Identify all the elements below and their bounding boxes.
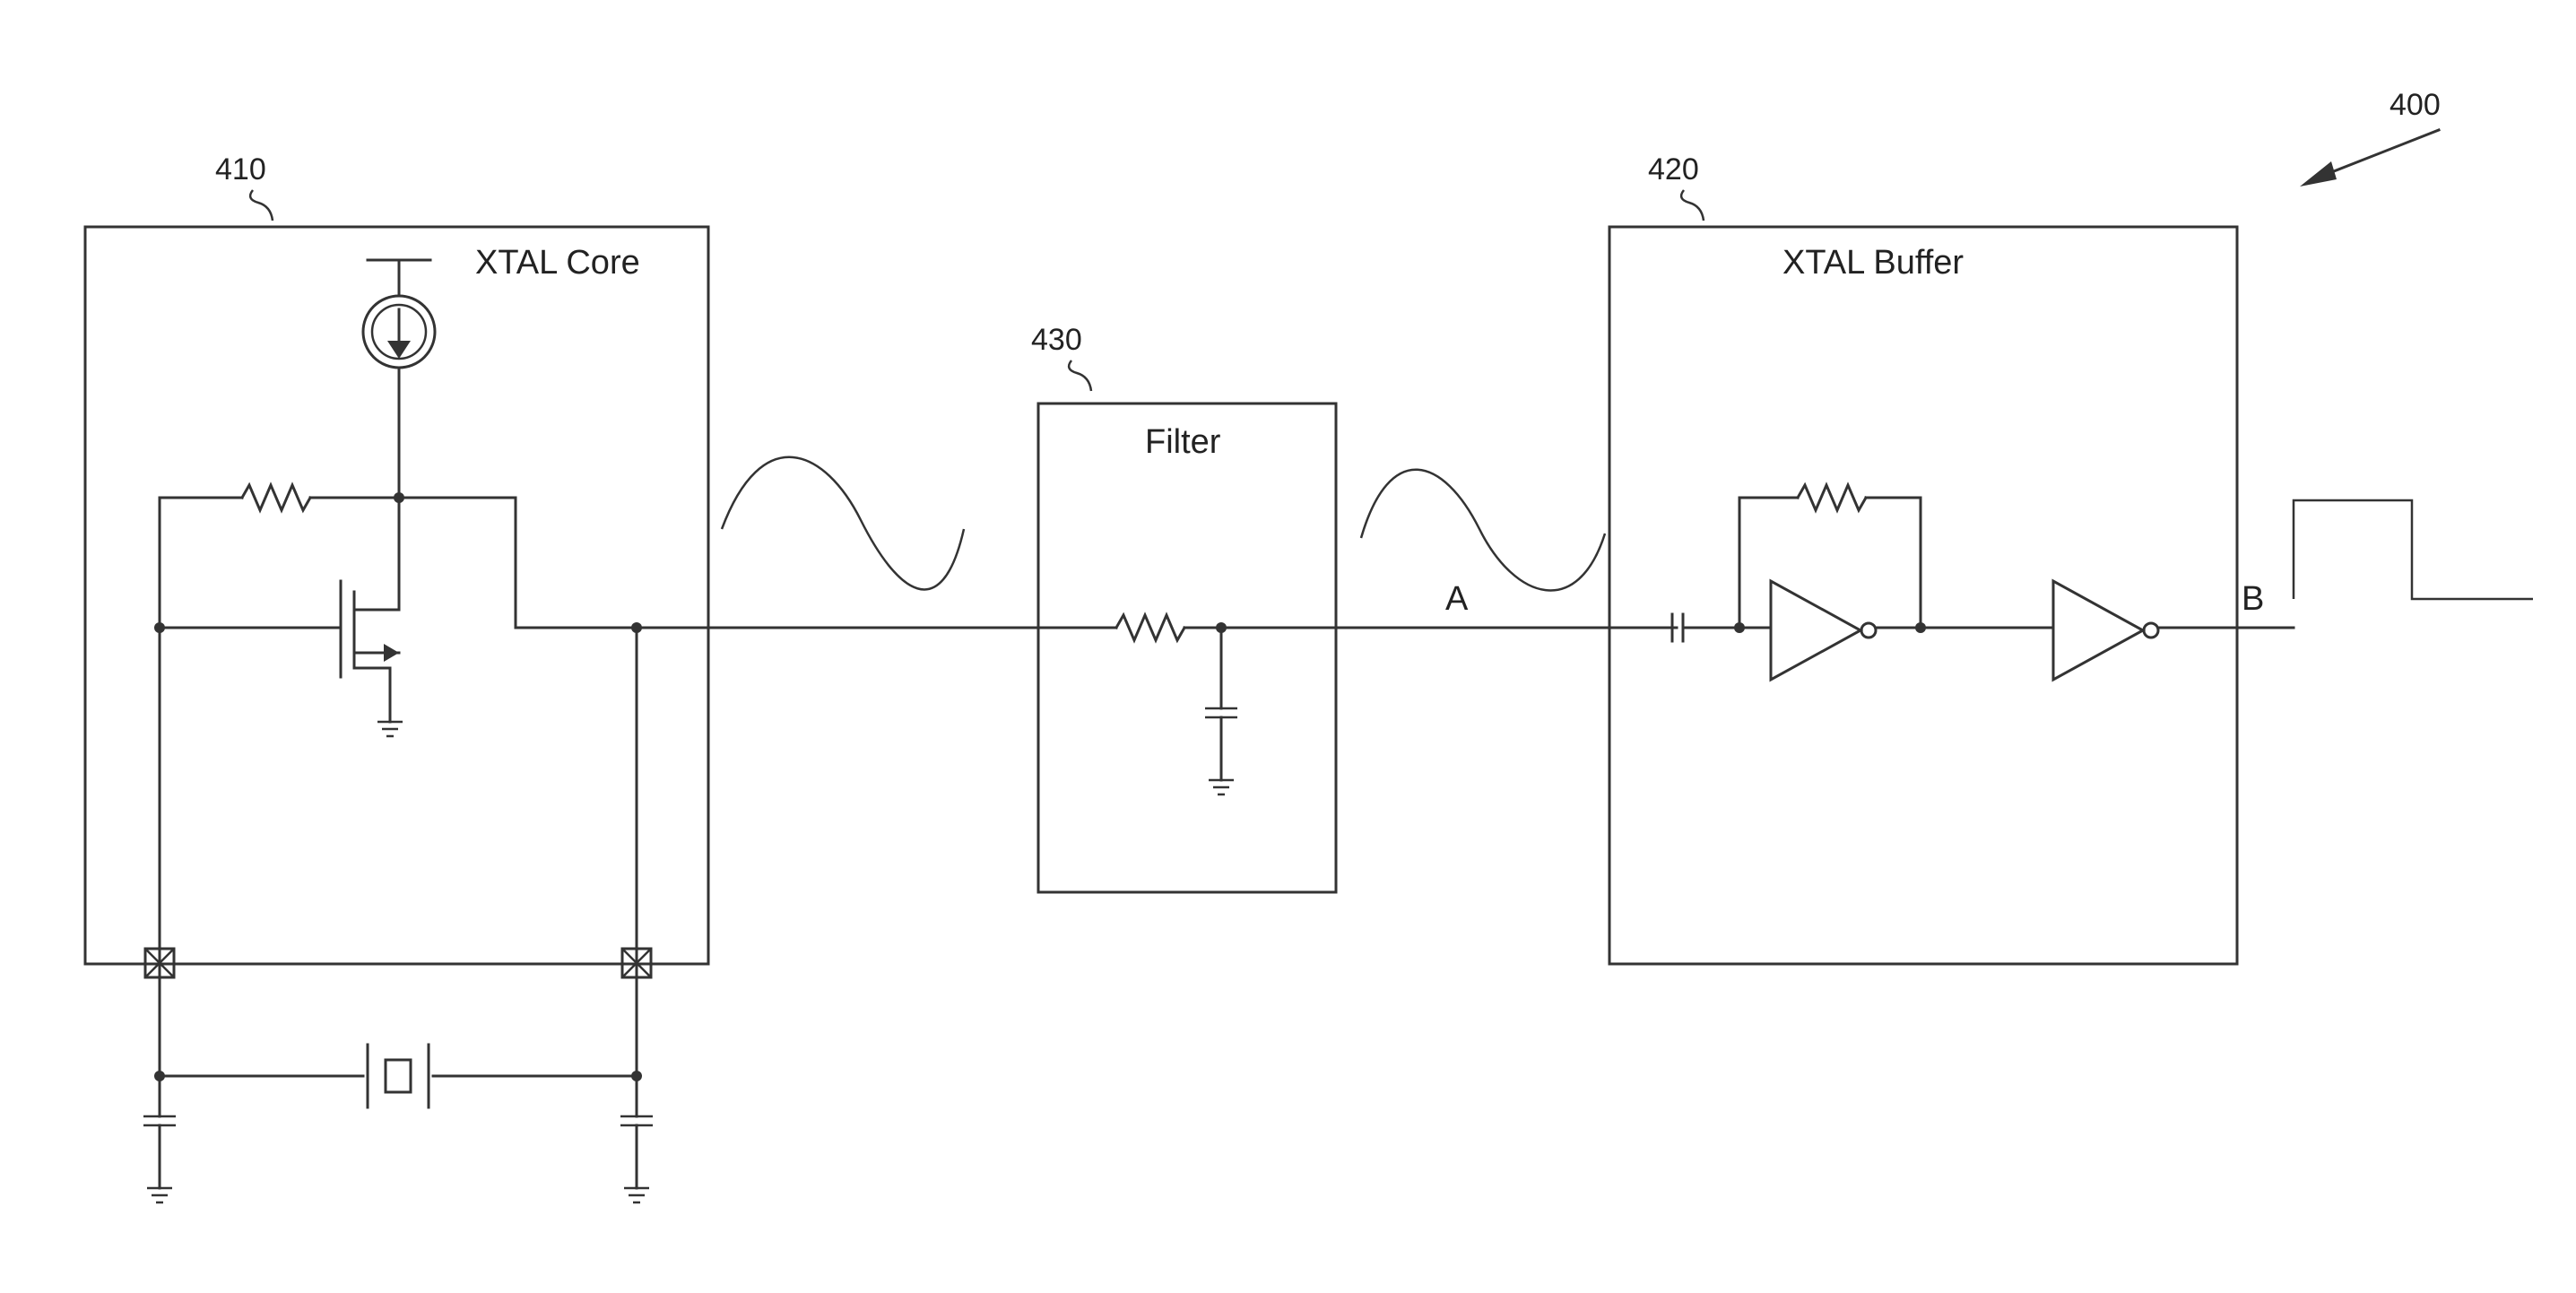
crystal-icon bbox=[368, 1045, 429, 1107]
resistor-icon bbox=[242, 485, 310, 510]
xtal-core-block: 410 XTAL Core bbox=[85, 152, 1071, 1107]
xtal-core-ref: 410 bbox=[215, 152, 266, 187]
ground-icon bbox=[1209, 780, 1234, 794]
resistor-icon bbox=[1798, 485, 1866, 510]
sine-waveform bbox=[722, 457, 964, 590]
square-waveform bbox=[2294, 500, 2533, 599]
inverter-icon bbox=[1771, 581, 1876, 680]
ground-icon bbox=[147, 1188, 172, 1202]
inverter-icon bbox=[2053, 581, 2158, 680]
filter-block: 430 Filter bbox=[1031, 323, 1677, 892]
figure-ref-label: 400 bbox=[2390, 88, 2441, 122]
filter-ref: 430 bbox=[1031, 323, 1082, 357]
xtal-buffer-ref: 420 bbox=[1648, 152, 1699, 187]
external-crystal-network bbox=[143, 1045, 653, 1202]
resistor-icon bbox=[1116, 615, 1184, 640]
arrowhead-icon bbox=[2300, 161, 2337, 187]
xtal-buffer-block: 420 XTAL Buffer bbox=[1609, 152, 2294, 964]
figure-reference: 400 bbox=[2300, 88, 2441, 187]
filter-label: Filter bbox=[1145, 423, 1221, 461]
node-a-label: A bbox=[1445, 580, 1469, 618]
ground-icon bbox=[624, 1188, 649, 1202]
xtal-core-label: XTAL Core bbox=[475, 244, 640, 282]
xtal-buffer-label: XTAL Buffer bbox=[1782, 244, 1964, 282]
nmos-transistor-icon bbox=[341, 498, 403, 736]
node-b-label: B bbox=[2242, 580, 2264, 618]
sine-waveform bbox=[1361, 470, 1605, 591]
current-source-icon bbox=[363, 260, 435, 498]
